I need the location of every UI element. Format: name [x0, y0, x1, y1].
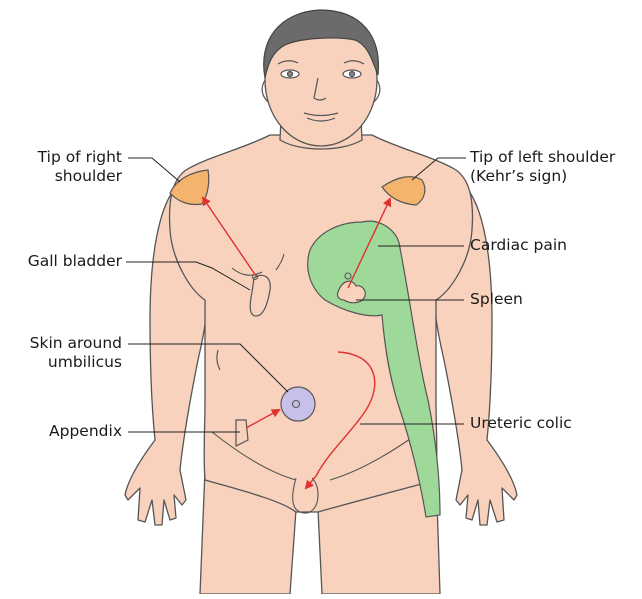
body-silhouette	[125, 14, 517, 594]
label-appendix: Appendix	[0, 422, 122, 441]
label-spleen: Spleen	[470, 290, 523, 309]
label-tip-left-shoulder: Tip of left shoulder (Kehr’s sign)	[470, 148, 615, 186]
label-skin-umbilicus-line1: Skin around	[0, 334, 122, 353]
label-gall-bladder: Gall bladder	[0, 252, 122, 271]
label-tip-left-shoulder-line2: (Kehr’s sign)	[470, 167, 615, 186]
label-cardiac-pain: Cardiac pain	[470, 236, 567, 255]
label-skin-umbilicus-line2: umbilicus	[0, 353, 122, 372]
label-tip-right-shoulder: Tip of right shoulder	[0, 148, 122, 186]
umbilicus-zone	[281, 387, 315, 421]
label-skin-umbilicus: Skin around umbilicus	[0, 334, 122, 372]
label-tip-right-shoulder-line1: Tip of right	[0, 148, 122, 167]
label-tip-left-shoulder-line1: Tip of left shoulder	[470, 148, 615, 167]
label-tip-right-shoulder-line2: shoulder	[0, 167, 122, 186]
label-ureteric-colic: Ureteric colic	[470, 414, 572, 433]
